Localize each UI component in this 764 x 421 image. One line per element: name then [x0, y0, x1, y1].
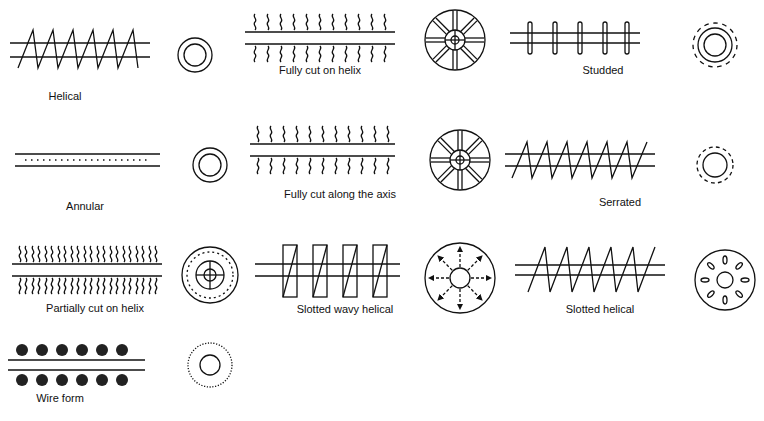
fin-type-label: Serrated [599, 196, 641, 209]
annular-fin-tube [15, 148, 227, 182]
fin-type-label: Helical [48, 90, 81, 103]
fin-type-label: Partially cut on helix [46, 302, 144, 315]
helical-fin-tube [10, 30, 212, 72]
serrated-fin-tube [505, 142, 733, 183]
studded-fin-tube [510, 22, 737, 67]
fin-type-label: Studded [583, 64, 624, 77]
fin-type-label: Annular [66, 200, 104, 213]
fin-type-label: Slotted helical [566, 303, 635, 316]
wire-form-tube [8, 343, 232, 387]
fin-type-label: Wire form [36, 392, 84, 405]
fully-cut-axis-tube [250, 126, 490, 190]
partially-cut-helix-tube [12, 246, 238, 303]
slotted-wavy-helical-tube [255, 243, 495, 313]
fin-type-label: Fully cut along the axis [284, 188, 396, 201]
fin-type-label: Slotted wavy helical [297, 303, 394, 316]
slotted-helical-tube [515, 247, 755, 310]
fully-cut-helix-tube [245, 10, 485, 70]
fin-type-label: Fully cut on helix [279, 64, 361, 77]
